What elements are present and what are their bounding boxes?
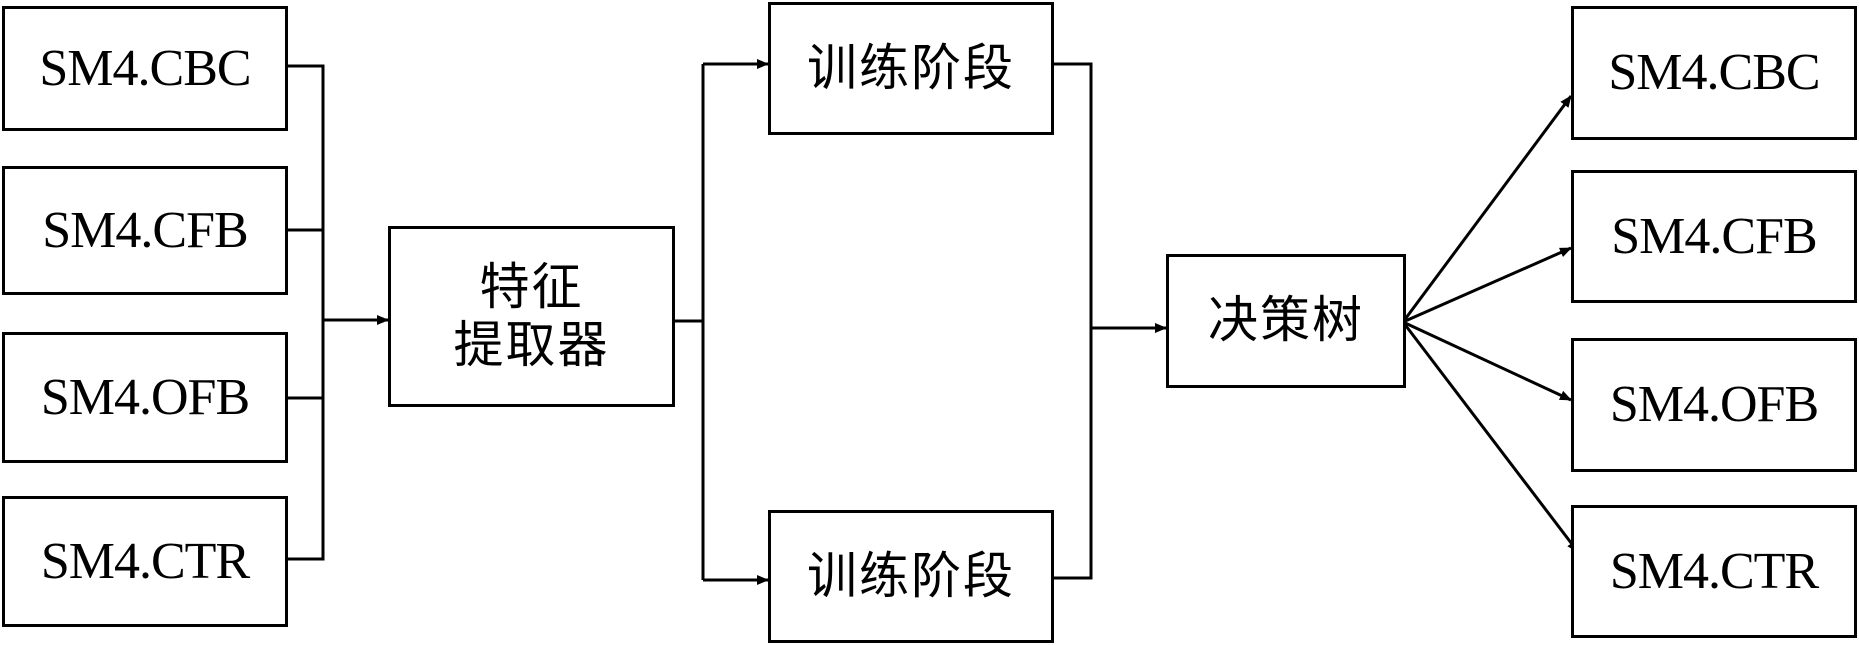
input-label: SM4.CFB [42, 201, 248, 259]
output-box-sm4-ctr: SM4.CTR [1571, 505, 1857, 638]
output-label: SM4.CTR [1609, 542, 1819, 600]
output-box-sm4-ofb: SM4.OFB [1571, 338, 1857, 472]
feature-extractor-box: 特征 提取器 [388, 226, 675, 407]
arrow-to-output-4 [1401, 321, 1580, 553]
output-label: SM4.OFB [1609, 376, 1819, 434]
arrow-to-output-1 [1401, 95, 1573, 323]
decision-tree-box: 决策树 [1166, 254, 1406, 388]
output-label: SM4.CBC [1608, 44, 1820, 102]
arrow-to-output-3 [1402, 320, 1572, 402]
connector-stage-top-out [1054, 62, 1093, 580]
output-box-sm4-cfb: SM4.CFB [1571, 170, 1857, 303]
input-box-sm4-cfb: SM4.CFB [2, 166, 288, 295]
stage-label: 训练阶段 [807, 38, 1015, 97]
training-stage-box-bottom: 训练阶段 [768, 510, 1054, 643]
classifier-label: 决策树 [1208, 291, 1364, 350]
input-label: SM4.CTR [40, 532, 250, 590]
output-box-sm4-cbc: SM4.CBC [1571, 6, 1857, 140]
input-label: SM4.CBC [39, 39, 251, 97]
input-box-sm4-ctr: SM4.CTR [2, 496, 288, 627]
stage-label: 训练阶段 [807, 546, 1015, 605]
input-label: SM4.OFB [40, 368, 250, 426]
output-label: SM4.CFB [1611, 207, 1817, 265]
extractor-label-line2: 提取器 [453, 315, 610, 374]
training-stage-box-top: 训练阶段 [768, 2, 1054, 135]
input-box-sm4-ofb: SM4.OFB [2, 332, 288, 463]
extractor-label-line1: 特征 [479, 258, 584, 316]
connector-input-1 [288, 64, 325, 561]
input-box-sm4-cbc: SM4.CBC [2, 6, 288, 131]
arrow-to-output-2 [1402, 246, 1572, 324]
